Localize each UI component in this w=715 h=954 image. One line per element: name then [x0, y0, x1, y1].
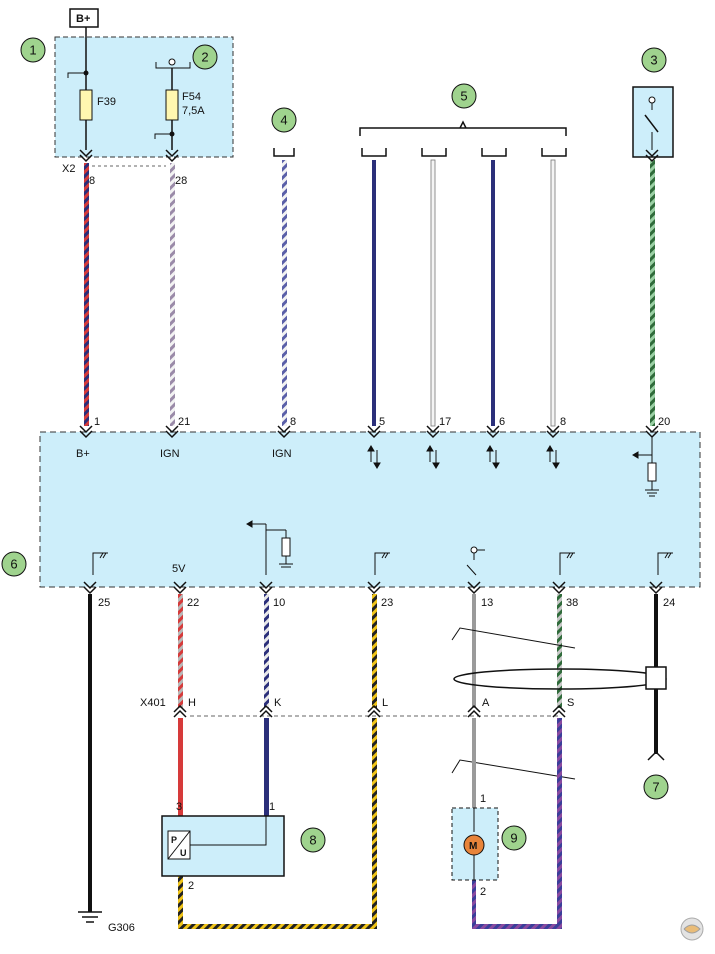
callout-9: 9 [501, 825, 527, 851]
wire-motor-2 [472, 880, 476, 928]
pullup-resistor-bottom [246, 520, 293, 575]
callout-6: 6 [1, 551, 27, 577]
svg-text:1: 1 [29, 43, 36, 58]
connector-4-bracket [273, 148, 295, 157]
pin-x2-28: 28 [175, 175, 187, 187]
wire-38 [557, 594, 562, 708]
wire-motor-s [557, 718, 562, 928]
watermark-logo [680, 917, 704, 941]
module-pin-8b: 8 [560, 416, 566, 428]
connector-x401: X401 [140, 697, 166, 709]
svg-text:P: P [171, 835, 177, 845]
wire-signal-10 [264, 594, 269, 708]
module-pin-1: 1 [94, 416, 100, 428]
connector-x2: X2 [62, 163, 75, 175]
wire-data-5 [372, 160, 376, 426]
svg-text:3: 3 [650, 53, 657, 68]
motor-pin-2: 2 [480, 886, 486, 898]
wire-ign-2 [282, 160, 287, 426]
svg-text:M: M [469, 841, 477, 852]
module-pin-20: 20 [658, 416, 670, 428]
module-pin-17: 17 [439, 416, 451, 428]
callout-2: 2 [192, 44, 218, 70]
ground-label: G306 [108, 922, 135, 934]
connector-group-5-brace [359, 120, 567, 136]
pullup-resistor-top [632, 437, 659, 497]
wire-5v [178, 594, 183, 708]
twist-marker-top [451, 627, 576, 649]
svg-text:2: 2 [201, 50, 208, 65]
wire-24-end [647, 750, 665, 761]
module-pin-5: 5 [379, 416, 385, 428]
wire-ign-1 [170, 163, 175, 426]
supply-box [69, 8, 99, 28]
sensor-pin-3: 3 [176, 801, 182, 813]
module-label-ign-1: IGN [160, 448, 180, 460]
callout-3: 3 [641, 47, 667, 73]
wire-ground [88, 594, 92, 912]
module-pin-25: 25 [98, 597, 110, 609]
wire-sensor-1 [264, 718, 269, 816]
wire-data-6 [491, 160, 495, 426]
module-ground-icons [92, 546, 673, 576]
wire-motor-1 [472, 718, 476, 808]
wire-ground-23 [372, 594, 377, 708]
module-pin-24: 24 [663, 597, 675, 609]
supply-label: B+ [76, 13, 90, 25]
wire-b-plus [84, 163, 89, 426]
fuse-f54-rating: 7,5A [182, 105, 205, 117]
x401-pin-l: L [382, 697, 388, 709]
motor-pin-1: 1 [480, 793, 486, 805]
module-pin-13: 13 [481, 597, 493, 609]
x401-pin-a: A [482, 697, 490, 709]
svg-text:5: 5 [460, 89, 467, 104]
callout-7: 7 [643, 774, 669, 800]
wire-motor-bottom [472, 924, 562, 929]
x401-pin-k: K [274, 697, 282, 709]
shield-ferrite [645, 666, 667, 690]
twist-marker-bottom [451, 759, 576, 780]
module-pin-23: 23 [381, 597, 393, 609]
svg-text:4: 4 [280, 113, 287, 128]
module-label-ign-2: IGN [272, 448, 292, 460]
control-module [39, 431, 701, 588]
fuse-f54 [165, 89, 179, 121]
wire-motor-13 [472, 594, 476, 708]
fuse-f54-label: F54 [182, 91, 201, 103]
callout-4: 4 [271, 107, 297, 133]
svg-text:9: 9 [510, 831, 517, 846]
callout-1: 1 [20, 37, 46, 63]
wire-switch [650, 160, 655, 426]
pin-x2-8: 8 [89, 175, 95, 187]
fuse-f39 [79, 89, 93, 121]
wire-sensor-3 [178, 718, 183, 816]
svg-text:8: 8 [309, 833, 316, 848]
x401-pin-s: S [567, 697, 574, 709]
wire-sensor-2 [178, 876, 183, 928]
svg-text:U: U [180, 848, 187, 858]
svg-text:7: 7 [652, 780, 659, 795]
wire-data-17 [430, 159, 436, 427]
fuse-f39-label: F39 [97, 96, 116, 108]
module-label-5v: 5V [172, 563, 186, 575]
module-pin-10: 10 [273, 597, 285, 609]
callout-5: 5 [451, 83, 477, 109]
ground-symbol [78, 911, 102, 923]
sensor-pin-2: 2 [188, 880, 194, 892]
bidirectional-arrow-icons [367, 445, 560, 469]
wire-ground-bottom [178, 924, 377, 929]
wire-data-8 [550, 159, 556, 427]
x401-pin-h: H [188, 697, 196, 709]
module-pin-21: 21 [178, 416, 190, 428]
module-pin-6: 6 [499, 416, 505, 428]
module-pin-22: 22 [187, 597, 199, 609]
wire-ground-l [372, 718, 377, 928]
callout-8: 8 [300, 827, 326, 853]
svg-text:6: 6 [10, 557, 17, 572]
module-pin-8a: 8 [290, 416, 296, 428]
sensor-pin-1: 1 [269, 801, 275, 813]
module-pin-38: 38 [566, 597, 578, 609]
module-label-b-plus: B+ [76, 448, 90, 460]
